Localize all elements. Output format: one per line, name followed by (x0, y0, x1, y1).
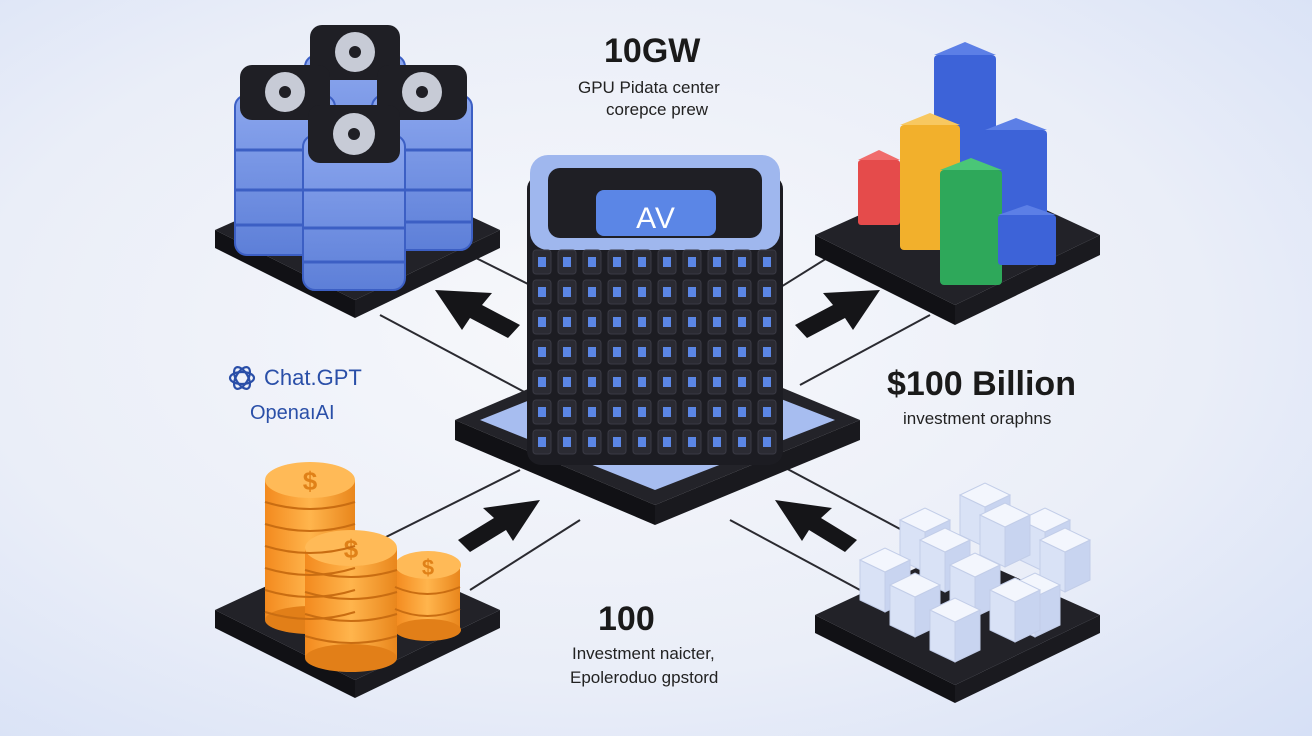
coin-stacks: $ $ $ (215, 462, 500, 698)
server-window-grid (532, 249, 777, 455)
bottom-stat-line1: Investment naicter, (572, 644, 715, 663)
arrow-icon (775, 500, 857, 552)
bottom-stat-line2: Epoleroduo gpstord (570, 668, 719, 687)
datacenter-tower (455, 155, 860, 525)
svg-text:$: $ (344, 534, 359, 564)
svg-text:$: $ (422, 555, 434, 580)
arrow-icon (458, 500, 540, 552)
top-stat-value: 10GW (604, 32, 701, 70)
top-stat-line2: corepce prew (606, 100, 709, 119)
brand-block: Chat.GPT OpenaıAI (226, 362, 362, 425)
center-chip-label: AV (636, 202, 676, 235)
arrow-icon (795, 290, 880, 338)
bar-chart-illustration (815, 42, 1100, 325)
brand-name: Chat.GPT (264, 365, 362, 390)
cube-cluster (815, 482, 1100, 703)
arrow-icon (435, 290, 520, 338)
right-stat-line1: investment oraphns (903, 409, 1052, 428)
openai-knot-icon (228, 366, 256, 390)
top-stat-line1: GPU Pidata center (578, 78, 720, 97)
right-stat-value: $100 Billion (887, 365, 1076, 403)
bottom-stat-value: 100 (598, 600, 655, 638)
server-cluster (215, 25, 500, 318)
top-stat: 10GW (604, 32, 700, 71)
brand-subtitle: OpenaıAI (250, 402, 335, 424)
svg-text:$: $ (303, 466, 318, 496)
